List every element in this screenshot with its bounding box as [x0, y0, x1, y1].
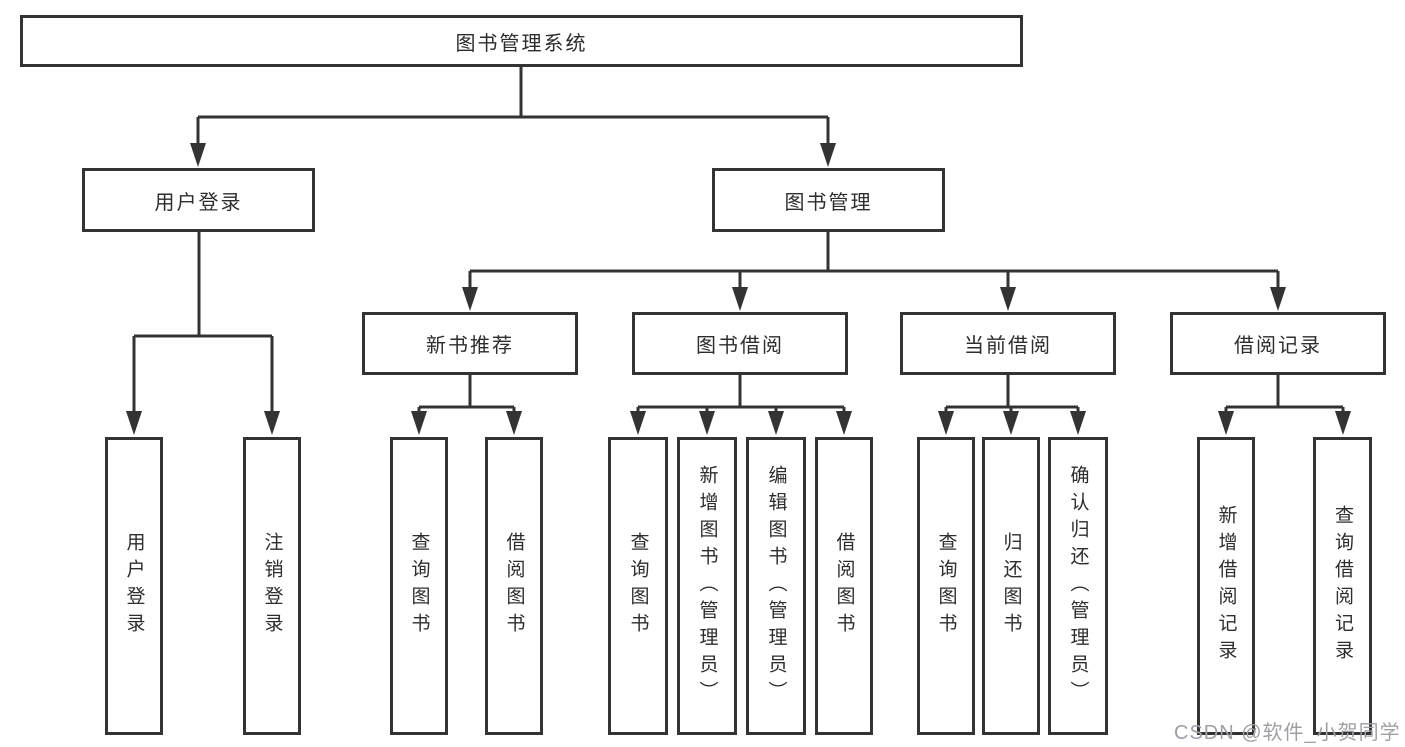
- leaf-borrow-books-recommend: 借阅图书: [485, 437, 543, 735]
- leaf-query-borrow-record: 查询借阅记录: [1313, 437, 1372, 735]
- node-book-management-label: 图书管理: [784, 191, 873, 214]
- leaf-query-books-recommend-label: 查询图书: [408, 532, 430, 640]
- leaf-user-login: 用户登录: [105, 437, 163, 735]
- leaf-confirm-return-admin-label: 确认归还（管理员）: [1067, 464, 1089, 708]
- leaf-logout-label: 注销登录: [261, 532, 283, 640]
- leaf-return-books: 归还图书: [982, 437, 1040, 735]
- leaf-query-books-borrowing-label: 查询图书: [627, 532, 649, 640]
- leaf-edit-books-admin-label: 编辑图书（管理员）: [765, 464, 787, 708]
- node-book-management: 图书管理: [712, 168, 945, 232]
- node-current-borrowing-label: 当前借阅: [964, 335, 1052, 357]
- node-new-book-recommendation: 新书推荐: [362, 312, 578, 375]
- leaf-borrow-books: 借阅图书: [815, 437, 873, 735]
- leaf-query-books-borrowing: 查询图书: [608, 437, 668, 735]
- node-book-borrowing-label: 图书借阅: [696, 335, 784, 357]
- leaf-borrow-books-label: 借阅图书: [833, 532, 855, 640]
- leaf-query-books-current-label: 查询图书: [935, 532, 957, 640]
- node-book-borrowing: 图书借阅: [632, 312, 848, 375]
- leaf-add-borrow-record: 新增借阅记录: [1197, 437, 1255, 735]
- node-current-borrowing: 当前借阅: [900, 312, 1116, 375]
- leaf-add-books-admin: 新增图书（管理员）: [677, 437, 737, 735]
- leaf-confirm-return-admin: 确认归还（管理员）: [1048, 437, 1108, 735]
- leaf-query-books-current: 查询图书: [917, 437, 975, 735]
- node-new-book-recommendation-label: 新书推荐: [426, 335, 514, 357]
- node-borrowing-records: 借阅记录: [1170, 312, 1386, 375]
- node-user-login: 用户登录: [82, 168, 315, 232]
- leaf-return-books-label: 归还图书: [1000, 532, 1022, 640]
- csdn-watermark: CSDN @软件_小贺同学: [1174, 722, 1401, 744]
- leaf-query-borrow-record-label: 查询借阅记录: [1332, 505, 1353, 667]
- root-node-label: 图书管理系统: [455, 32, 588, 55]
- node-borrowing-records-label: 借阅记录: [1234, 335, 1322, 357]
- leaf-borrow-books-recommend-label: 借阅图书: [503, 532, 525, 640]
- leaf-query-books-recommend: 查询图书: [390, 437, 448, 735]
- leaf-logout: 注销登录: [243, 437, 301, 735]
- leaf-add-books-admin-label: 新增图书（管理员）: [696, 464, 718, 708]
- leaf-add-borrow-record-label: 新增借阅记录: [1215, 505, 1237, 667]
- leaf-edit-books-admin: 编辑图书（管理员）: [746, 437, 806, 735]
- leaf-user-login-label: 用户登录: [123, 532, 145, 640]
- node-user-login-label: 用户登录: [154, 191, 243, 214]
- root-node-library-management-system: 图书管理系统: [20, 15, 1023, 67]
